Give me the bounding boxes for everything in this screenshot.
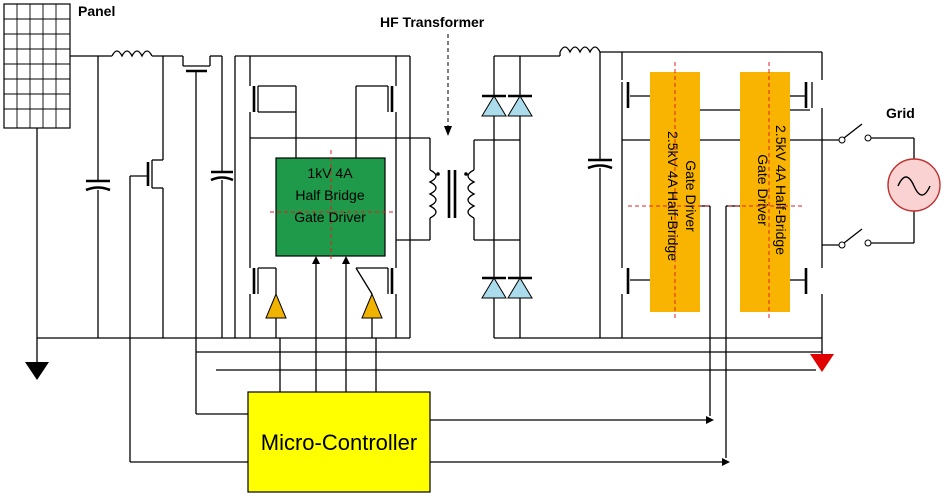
transformer-pointer-arrow: [444, 126, 452, 136]
buffer-left-icon: [265, 268, 287, 338]
iso-gate-driver-a: 2.5kV 4A Half-Bridge Gate Driver: [628, 62, 712, 318]
boost-stage: [36, 50, 410, 462]
grid-switches: [838, 123, 915, 249]
hb-driver-line-1: 1kV 4A: [307, 165, 353, 181]
transformer-label: HF Transformer: [380, 14, 485, 30]
controller-signals: [130, 205, 822, 466]
diode-icon: [481, 94, 507, 117]
buffer-right-icon: [355, 267, 383, 338]
panel-label: Panel: [78, 3, 115, 19]
iso-driver-a-line-2: Gate Driver: [683, 160, 699, 232]
diode-icon: [507, 276, 533, 299]
ground-right-icon: [810, 354, 834, 372]
ac-grid-source-icon: [887, 158, 941, 212]
output-inductor-icon: [559, 46, 601, 54]
input-inductor-icon: [111, 50, 153, 58]
iso-driver-a-line-1: 2.5kV 4A Half-Bridge: [665, 131, 681, 261]
ground-left-icon: [25, 362, 49, 380]
primary-h-bridge: [235, 55, 430, 338]
iso-driver-b-line-2: Gate Driver: [755, 154, 771, 226]
solar-panel-icon: [3, 3, 71, 129]
iso-driver-b-line-1: 2.5kV 4A Half-Bridge: [773, 125, 789, 255]
micro-controller-box: [247, 391, 431, 493]
micro-controller-label: Micro-Controller: [261, 430, 417, 455]
hf-transformer-icon: [428, 138, 520, 241]
hb-driver-line-2: Half Bridge: [295, 187, 364, 203]
iso-driver-b-box: [740, 72, 790, 312]
half-bridge-gate-driver: 1kV 4A Half Bridge Gate Driver: [270, 150, 395, 262]
diode-icon: [507, 94, 533, 117]
hb-driver-line-3: Gate Driver: [294, 209, 366, 225]
micro-controller-block: Micro-Controller: [247, 391, 431, 493]
iso-gate-driver-b: 2.5kV 4A Half-Bridge Gate Driver: [728, 62, 802, 318]
diode-icon: [481, 276, 507, 299]
grid-label: Grid: [886, 105, 915, 121]
